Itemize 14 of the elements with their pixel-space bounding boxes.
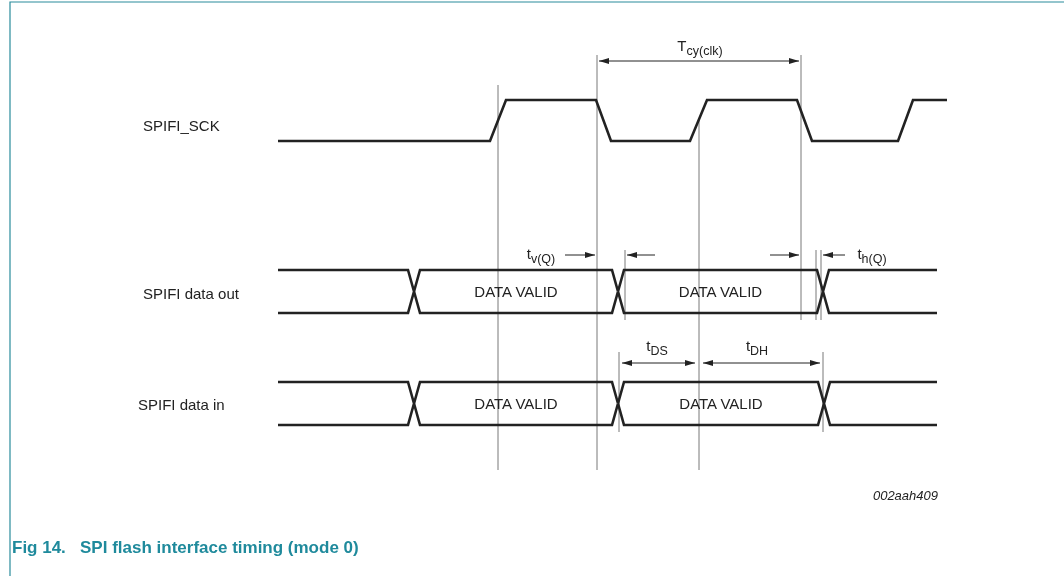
segment-label: DATA VALID <box>678 394 764 412</box>
timing-label: t$_{h(Q)}$ <box>857 245 887 266</box>
segment-label: DATA VALID <box>473 394 559 412</box>
segment-label: DATA VALID <box>677 282 764 300</box>
signal-name: SPIFI data out <box>143 285 239 302</box>
timing-label: t$_{DS}$ <box>646 337 668 358</box>
figure-caption: Fig 14. SPI flash interface timing (mode 0) <box>12 538 359 558</box>
timing-label: t$_{DH}$ <box>745 337 769 358</box>
signal-name: SPIFI_SCK <box>143 117 220 134</box>
timing-label: t$_{v(Q)}$ <box>526 245 556 266</box>
signal-name: SPIFI data in <box>138 396 225 413</box>
figure-id: 002aah409 <box>872 488 938 503</box>
segment-label: DATA VALID <box>473 282 559 300</box>
timing-label: T$_{cy(clk)}$ <box>677 37 723 58</box>
